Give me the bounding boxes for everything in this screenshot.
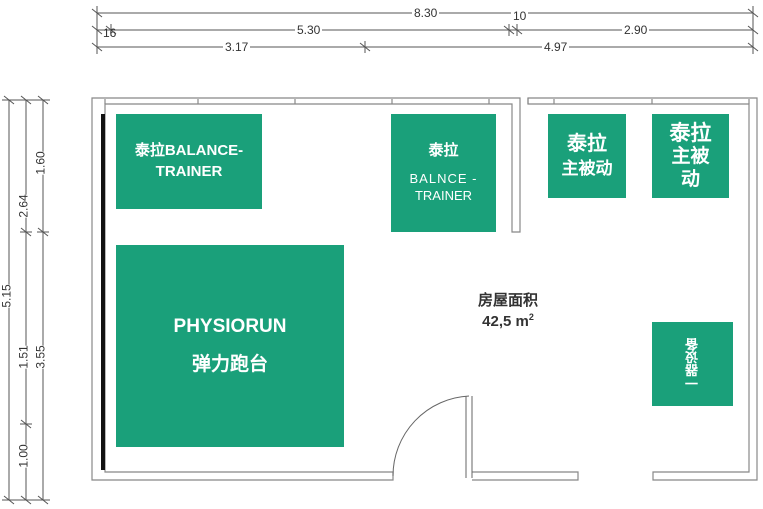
cabinet-label: 一器设备 xyxy=(684,338,700,390)
dimension-lines xyxy=(2,6,759,505)
area-number: 42,5 m xyxy=(482,313,529,330)
passive-trainer-2-line3: 动 xyxy=(680,168,700,190)
dim-left-bottom: 1.00 xyxy=(16,444,31,468)
dim-top-segment-right: 4.97 xyxy=(542,40,570,54)
dim-top-inner-right: 2.90 xyxy=(622,23,650,37)
dim-top-wall-gap: 10 xyxy=(511,9,529,23)
passive-trainer-2-line2: 主被 xyxy=(671,145,710,167)
dim-left-seg-top: 1.60 xyxy=(33,151,48,175)
balance-trainer-1-line1: 泰拉BALANCE- xyxy=(134,142,244,160)
dim-left-seg-bottom: 3.55 xyxy=(33,345,48,369)
dim-top-overall: 8.30 xyxy=(412,6,440,20)
passive-trainer-2: 泰拉 主被 动 xyxy=(652,114,729,198)
balance-trainer-1: 泰拉BALANCE- TRAINER xyxy=(116,114,262,209)
balance-trainer-2: 泰拉 BALNCE - TRAINER xyxy=(391,114,496,232)
dim-top-wall-left: 16 xyxy=(103,26,117,40)
area-unit-sup: 2 xyxy=(528,312,534,322)
balance-trainer-2-line3: TRAINER xyxy=(414,188,473,204)
door xyxy=(392,395,473,478)
dim-left-overall: 5.15 xyxy=(0,284,14,308)
physiorun-treadmill: PHYSIORUN 弹力跑台 xyxy=(116,245,344,447)
dim-left-upper: 2.64 xyxy=(16,194,31,218)
room-area-value: 42,5 m2 xyxy=(458,309,558,330)
passive-trainer-1-line2: 主被动 xyxy=(561,159,613,179)
dim-left-lower: 1.51 xyxy=(16,345,31,369)
dim-top-segment-left: 3.17 xyxy=(223,40,251,54)
room-area: 房屋面积 42,5 m2 xyxy=(458,293,558,330)
walls xyxy=(91,97,758,481)
dim-top-inner-left: 5.30 xyxy=(295,23,323,37)
treadmill-line2: 弹力跑台 xyxy=(191,354,268,375)
passive-trainer-1-line1: 泰拉 xyxy=(567,133,607,156)
wall-bar xyxy=(101,114,105,470)
room-name: 房屋面积 xyxy=(477,292,538,309)
balance-trainer-2-line1: 泰拉 xyxy=(428,142,459,160)
passive-trainer-2-line1: 泰拉 xyxy=(669,121,712,145)
cabinet: 一器设备 xyxy=(652,322,733,406)
treadmill-line1: PHYSIORUN xyxy=(173,316,287,337)
balance-trainer-1-line2: TRAINER xyxy=(155,162,223,180)
passive-trainer-1: 泰拉 主被动 xyxy=(548,114,626,198)
balance-trainer-2-line2: BALNCE - xyxy=(409,170,478,186)
